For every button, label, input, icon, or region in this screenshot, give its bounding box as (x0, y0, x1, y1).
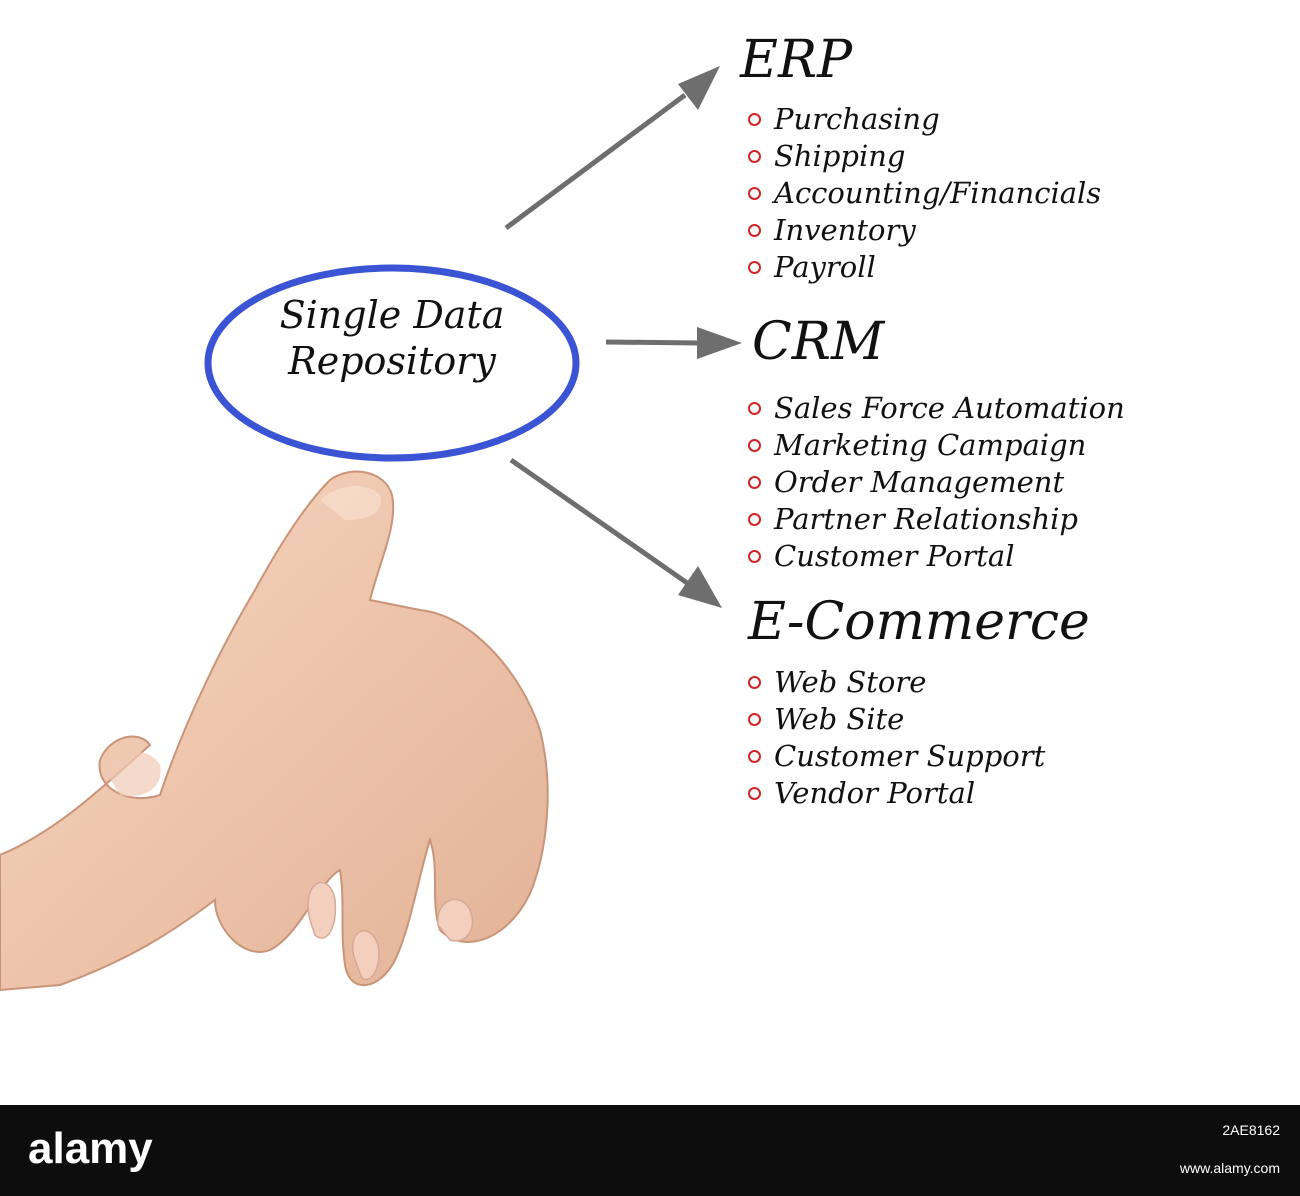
list-item-label: Payroll (774, 250, 876, 284)
list-item-label: Vendor Portal (774, 776, 976, 810)
diagram-artwork (0, 66, 742, 992)
bullet-icon (748, 787, 761, 800)
bullet-icon (748, 750, 761, 763)
bullet-icon (748, 261, 761, 274)
list-item: Partner Relationship (746, 501, 1125, 538)
bullet-icon (748, 550, 761, 563)
list-item-label: Web Store (774, 665, 927, 699)
list-item: Payroll (746, 249, 1101, 286)
list-item: Inventory (746, 212, 1101, 249)
list-item: Customer Portal (746, 538, 1125, 575)
pointing-hand-icon (0, 470, 549, 992)
alamy-logo-icon: alamy (28, 1125, 153, 1173)
list-item-label: Marketing Campaign (774, 428, 1087, 462)
list-item: Shipping (746, 138, 1101, 175)
list-item: Purchasing (746, 101, 1101, 138)
list-item-label: Accounting/Financials (774, 176, 1102, 210)
list-item-label: Customer Portal (774, 539, 1015, 573)
list-item: Web Site (746, 701, 1045, 738)
center-label: Single Data Repository (212, 292, 572, 384)
arrow-to-erp-icon (504, 66, 720, 231)
crm-list: Sales Force Automation Marketing Campaig… (746, 390, 1125, 575)
stock-footer: alamy 2AE8162 www.alamy.com (0, 1105, 1300, 1196)
bullet-icon (748, 513, 761, 526)
list-item: Web Store (746, 664, 1045, 701)
ecommerce-title: E-Commerce (748, 592, 1090, 652)
bullet-icon (748, 187, 761, 200)
bullet-icon (748, 713, 761, 726)
list-item-label: Web Site (774, 702, 905, 736)
list-item: Customer Support (746, 738, 1045, 775)
bullet-icon (748, 150, 761, 163)
bullet-icon (748, 113, 761, 126)
list-item: Vendor Portal (746, 775, 1045, 812)
list-item-label: Shipping (774, 139, 906, 173)
list-item-label: Inventory (774, 213, 916, 247)
site-url-label: www.alamy.com (1179, 1160, 1280, 1176)
list-item: Sales Force Automation (746, 390, 1125, 427)
list-item-label: Purchasing (774, 102, 940, 136)
erp-title: ERP (740, 30, 853, 90)
svg-text:alamy: alamy (28, 1125, 153, 1173)
arrow-to-ecommerce-icon (509, 457, 722, 608)
list-item-label: Partner Relationship (774, 502, 1078, 536)
center-label-line2: Repository (288, 339, 496, 383)
list-item-label: Order Management (774, 465, 1065, 499)
repository-oval-icon (204, 264, 580, 462)
bullet-icon (748, 676, 761, 689)
list-item: Accounting/Financials (746, 175, 1101, 212)
ecommerce-list: Web Store Web Site Customer Support Vend… (746, 664, 1045, 812)
list-item: Marketing Campaign (746, 427, 1125, 464)
arrow-to-crm-icon (605, 327, 742, 359)
bullet-icon (748, 402, 761, 415)
list-item-label: Sales Force Automation (774, 391, 1125, 425)
bullet-icon (748, 476, 761, 489)
image-id-label: 2AE8162 (1222, 1122, 1280, 1138)
center-label-line1: Single Data (279, 293, 505, 337)
list-item: Order Management (746, 464, 1125, 501)
diagram-canvas: Single Data Repository ERP Purchasing Sh… (0, 30, 1125, 992)
bullet-icon (748, 224, 761, 237)
erp-list: Purchasing Shipping Accounting/Financial… (746, 101, 1101, 286)
crm-title: CRM (752, 312, 885, 372)
bullet-icon (748, 439, 761, 452)
list-item-label: Customer Support (774, 739, 1046, 773)
